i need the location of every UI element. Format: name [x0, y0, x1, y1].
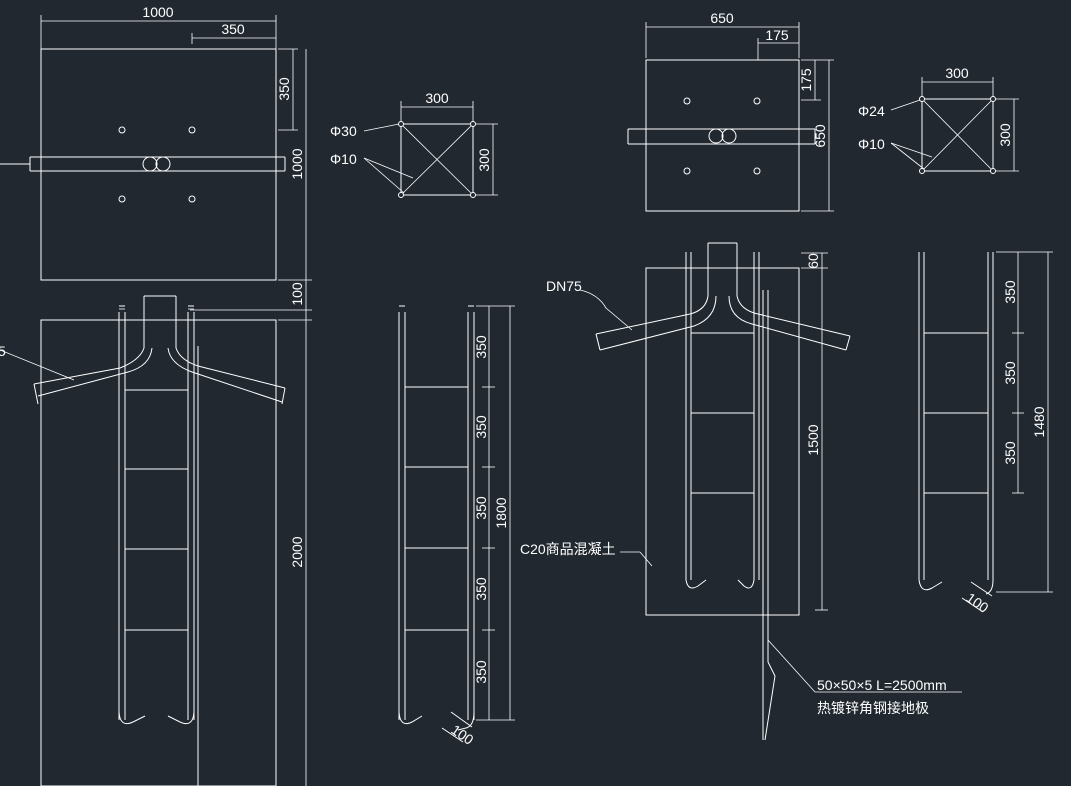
right-plan-view: 650 175 175 650	[627, 10, 834, 212]
dim-right-elev-height: 1500	[805, 424, 821, 455]
dim-right-plan-offset: 175	[765, 27, 789, 43]
dim-left-elev-height: 2000	[289, 536, 305, 567]
dim-right-detail-width: 300	[945, 65, 969, 81]
dim-right-plan-width: 650	[710, 10, 734, 26]
dim-left-cage-total: 1800	[493, 497, 509, 528]
dim-right-cage-s3: 350	[1002, 441, 1018, 465]
dim-right-detail-height: 300	[997, 123, 1013, 147]
label-concrete-grade: C20商品混凝土	[520, 541, 616, 557]
left-plan-view: 1000 350 350 1000	[0, 4, 307, 281]
right-detail-view: 300 300 Φ24 Φ10	[858, 65, 1019, 174]
dim-right-cage-s2: 350	[1002, 361, 1018, 385]
dim-left-plan-height: 1000	[289, 148, 305, 179]
right-elevation-view: 60 1500 50×50×5 L=2500mm 热镀锌角钢接地极 DN75 C…	[520, 242, 962, 741]
dim-right-elev-top: 60	[805, 253, 821, 269]
dim-left-detail-height: 300	[476, 148, 492, 172]
dim-left-plan-width: 1000	[142, 4, 173, 20]
left-detail-view: 300 300 Φ30 Φ10	[330, 90, 498, 198]
dim-left-cage-s2: 350	[473, 415, 489, 439]
dim-left-cage-s4: 350	[473, 577, 489, 601]
dim-right-plan-175: 175	[798, 68, 814, 92]
dim-left-cage-s5: 350	[473, 660, 489, 684]
left-cage-detail: 100 350 350 350 350 350 1800	[398, 305, 515, 748]
label-left-hole-large: Φ30	[330, 123, 357, 139]
dim-right-cage-total: 1480	[1031, 406, 1047, 437]
dim-left-elev-gap: 100	[289, 282, 305, 306]
label-left-pipe-cut: 5	[0, 343, 6, 359]
dim-left-cage-s3: 350	[473, 496, 489, 520]
label-pipe-dn: DN75	[546, 278, 582, 294]
dim-left-plan-offset: 350	[221, 21, 245, 37]
dim-left-cage-hook: 100	[448, 721, 476, 748]
dim-left-plan-350: 350	[276, 77, 292, 101]
label-right-hole-small: Φ10	[858, 136, 885, 152]
dim-left-detail-width: 300	[425, 90, 449, 106]
left-elevation-view: 100 2000 5	[0, 279, 312, 786]
label-ground-rod-desc: 热镀锌角钢接地极	[817, 700, 929, 716]
label-right-hole-large: Φ24	[858, 103, 885, 119]
dim-right-cage-s1: 350	[1002, 280, 1018, 304]
dim-left-cage-s1: 350	[473, 335, 489, 359]
right-cage-detail: 100 350 350 350 1480	[918, 251, 1053, 616]
dim-right-plan-height: 650	[812, 124, 828, 148]
label-ground-rod-spec: 50×50×5 L=2500mm	[817, 677, 947, 693]
label-left-hole-small: Φ10	[330, 151, 357, 167]
